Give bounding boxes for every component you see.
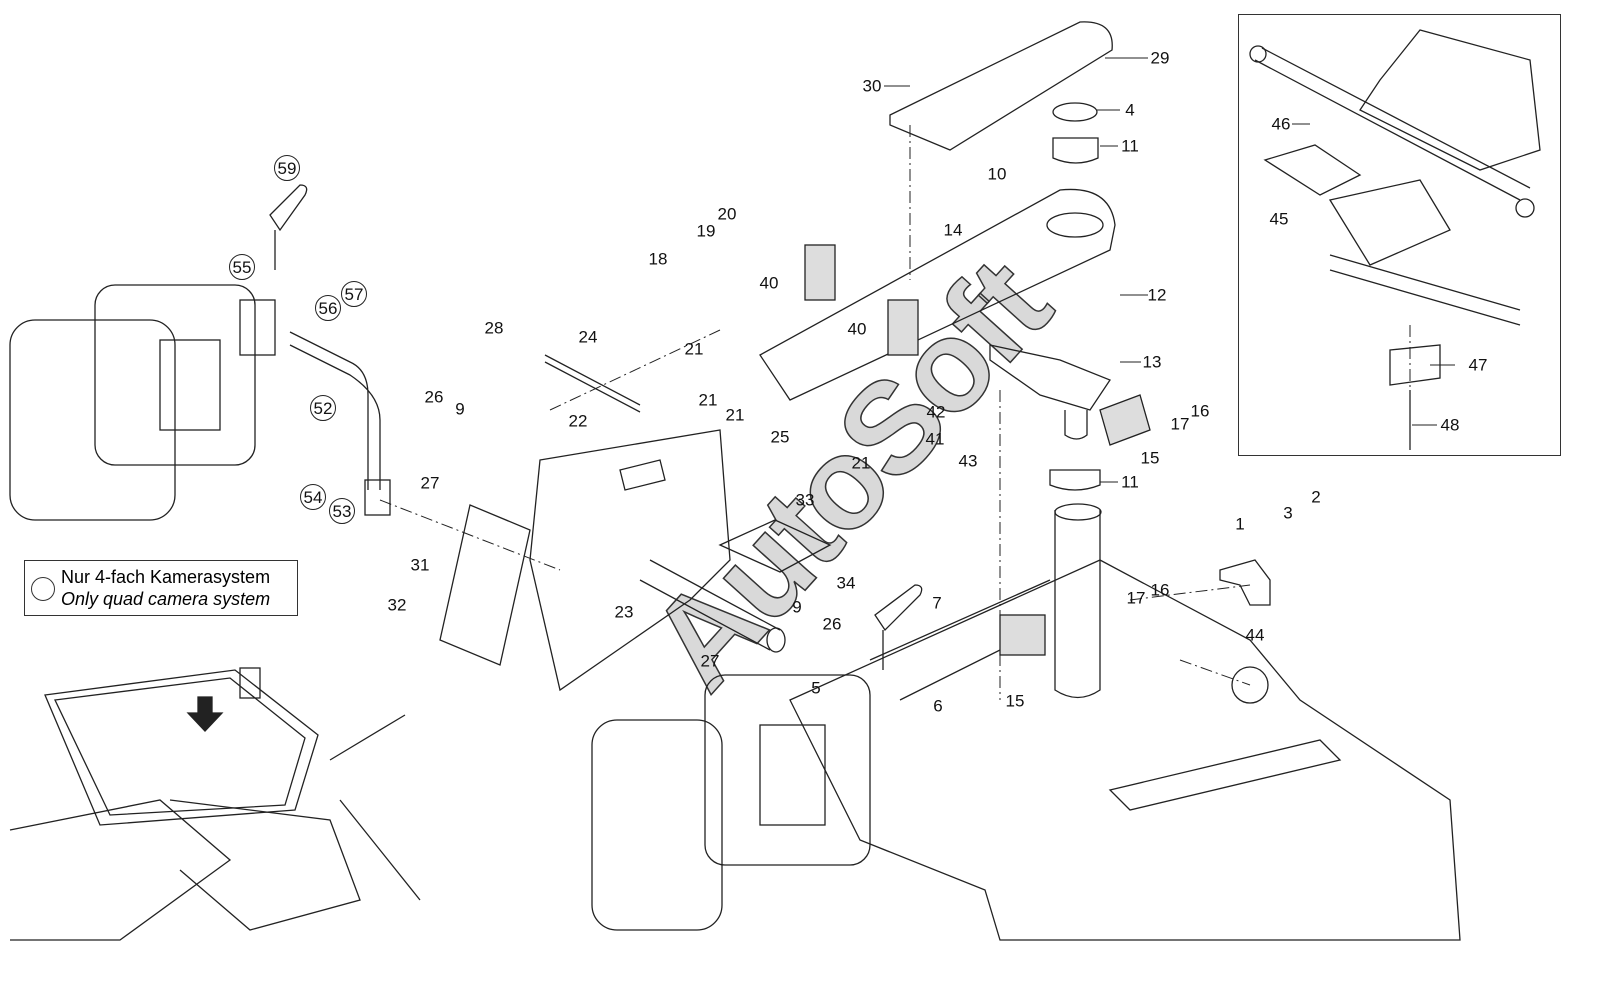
plate-33 xyxy=(718,519,832,573)
part-44 xyxy=(1231,666,1269,704)
bar-52 xyxy=(289,331,381,490)
part-label: 41 xyxy=(925,429,945,449)
part-label: 21 xyxy=(725,405,745,425)
pivot-bracket xyxy=(529,429,731,692)
part-label: 25 xyxy=(770,427,790,447)
part-label: 48 xyxy=(1440,415,1460,435)
part-label: 12 xyxy=(1147,285,1167,305)
part-label: 16 xyxy=(1150,580,1170,600)
tube xyxy=(639,559,781,651)
part-label: 16 xyxy=(1190,401,1210,421)
part-label: 17 xyxy=(1126,588,1146,608)
part-label: 29 xyxy=(1150,48,1170,68)
part-label: 26 xyxy=(424,387,444,407)
camera-housing-upper xyxy=(9,319,176,521)
part-label-quad-camera: 52 xyxy=(310,395,336,421)
part-label: 40 xyxy=(847,319,867,339)
block-40b xyxy=(887,299,919,356)
part-label-quad-camera: 55 xyxy=(229,254,255,280)
part-label: 7 xyxy=(932,593,942,613)
column xyxy=(1054,510,1101,699)
part-label: 20 xyxy=(717,204,737,224)
part-label: 17 xyxy=(1170,414,1190,434)
pin-24 xyxy=(544,354,641,413)
part-label: 27 xyxy=(700,651,720,671)
block-40 xyxy=(804,244,836,301)
machine-overview-thumbnail xyxy=(9,667,421,941)
block-15 xyxy=(1099,394,1151,446)
part-label: 21 xyxy=(698,390,718,410)
handle-7 xyxy=(874,584,923,632)
part-label: 9 xyxy=(455,399,465,419)
part-label: 11 xyxy=(1121,136,1139,156)
part-label: 31 xyxy=(410,555,430,575)
part-label: 14 xyxy=(943,220,963,240)
part-label-quad-camera: 53 xyxy=(329,498,355,524)
part-label: 32 xyxy=(387,595,407,615)
base-frame xyxy=(789,559,1461,941)
part-label: 19 xyxy=(696,221,716,241)
part-label: 27 xyxy=(420,473,440,493)
part-label: 23 xyxy=(614,602,634,622)
part-label: 44 xyxy=(1245,625,1265,645)
part-label: 46 xyxy=(1271,114,1291,134)
part-label-quad-camera: 54 xyxy=(300,484,326,510)
part-label: 6 xyxy=(933,696,943,716)
part-label: 10 xyxy=(987,164,1007,184)
part-label: 33 xyxy=(795,490,815,510)
part-label: 43 xyxy=(958,451,978,471)
legend: Nur 4-fach Kamerasystem Only quad camera… xyxy=(24,560,298,616)
handle-59 xyxy=(269,184,308,232)
inset-detail xyxy=(1249,29,1541,450)
part-label: 28 xyxy=(484,318,504,338)
part-label: 1 xyxy=(1235,514,1245,534)
block-15b xyxy=(999,614,1046,656)
bushing-11 xyxy=(1052,137,1099,164)
inset-frame xyxy=(1238,14,1561,456)
part-label: 30 xyxy=(862,76,882,96)
part-label: 5 xyxy=(811,678,821,698)
part-label: 15 xyxy=(1005,691,1025,711)
circle-marker-icon xyxy=(31,577,55,601)
arrow-down-icon xyxy=(186,696,224,732)
part-label: 2 xyxy=(1311,487,1321,507)
part-label: 40 xyxy=(759,273,779,293)
part-label: 26 xyxy=(822,614,842,634)
part-label-quad-camera: 57 xyxy=(341,281,367,307)
part-label: 21 xyxy=(684,339,704,359)
legend-german: Nur 4-fach Kamerasystem xyxy=(61,567,271,587)
part-label: 45 xyxy=(1269,209,1289,229)
part-label: 47 xyxy=(1468,355,1488,375)
part-label-quad-camera: 56 xyxy=(315,295,341,321)
part-label-quad-camera: 59 xyxy=(274,155,300,181)
part-label: 13 xyxy=(1142,352,1162,372)
swing-arm xyxy=(759,188,1116,401)
part-label: 9 xyxy=(792,597,802,617)
camera-housing-lower xyxy=(591,719,723,931)
part-label: 3 xyxy=(1283,503,1293,523)
legend-english: Only quad camera system xyxy=(61,589,271,609)
part-label: 4 xyxy=(1125,100,1135,120)
part-label: 15 xyxy=(1140,448,1160,468)
part-label: 42 xyxy=(926,402,946,422)
part-label: 18 xyxy=(648,249,668,269)
part-label: 21 xyxy=(851,453,871,473)
part-label: 24 xyxy=(578,327,598,347)
bracket-1 xyxy=(1219,559,1271,606)
ring-4 xyxy=(1052,102,1098,122)
cover-plate xyxy=(889,21,1113,151)
part-label: 11 xyxy=(1121,472,1139,492)
monitor-lower xyxy=(704,674,871,866)
part-label: 22 xyxy=(568,411,588,431)
part-label: 34 xyxy=(836,573,856,593)
plate-31 xyxy=(439,504,531,666)
bushing-11-lower xyxy=(1049,469,1101,491)
